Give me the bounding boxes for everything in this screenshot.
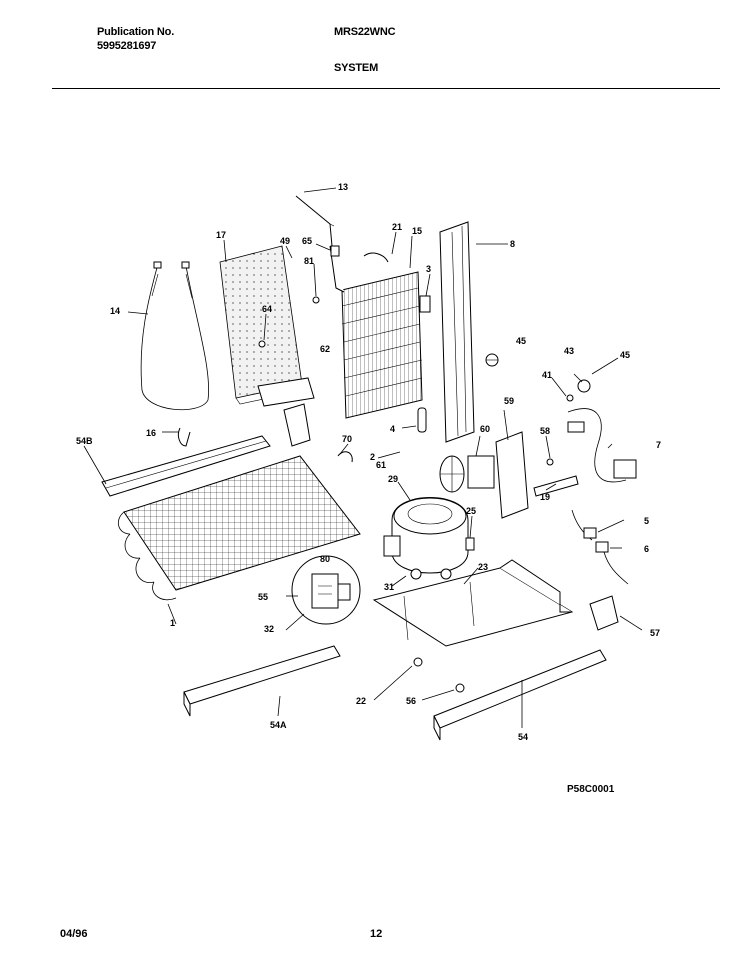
start-relay-detail — [291, 555, 361, 625]
left-rail — [183, 645, 341, 717]
callout-8: 8 — [510, 239, 515, 249]
compressor — [383, 497, 469, 580]
mounting-screw — [485, 353, 499, 367]
tube-clamp — [363, 252, 389, 263]
callout-23: 23 — [478, 562, 488, 572]
grommet — [465, 537, 475, 551]
callout-81: 81 — [304, 256, 314, 266]
callout-55: 55 — [258, 592, 268, 602]
bracket-screw — [546, 458, 554, 466]
callout-49: 49 — [280, 236, 290, 246]
callout-3: 3 — [426, 264, 431, 274]
callout-31: 31 — [384, 582, 394, 592]
callout-57: 57 — [650, 628, 660, 638]
upper-rail — [101, 435, 271, 497]
callout-22: 22 — [356, 696, 366, 706]
callout-7: 7 — [656, 440, 661, 450]
callout-54: 54 — [518, 732, 528, 742]
callout-45b: 45 — [620, 350, 630, 360]
callout-6: 6 — [644, 544, 649, 554]
leader-lines — [83, 187, 643, 728]
machine-compartment-base — [372, 559, 574, 647]
heater-clip — [177, 427, 191, 447]
callout-43: 43 — [564, 346, 574, 356]
callout-15: 15 — [412, 226, 422, 236]
power-harness — [566, 379, 637, 483]
callout-16: 16 — [146, 428, 156, 438]
defrost-sensor — [419, 295, 431, 313]
callout-59: 59 — [504, 396, 514, 406]
condenser-fan — [439, 455, 495, 493]
condenser-coil — [117, 455, 361, 601]
callout-70: 70 — [342, 434, 352, 444]
corner-bracket — [589, 595, 619, 631]
callout-45: 45 — [516, 336, 526, 346]
callout-58: 58 — [540, 426, 550, 436]
callout-80: 80 — [320, 554, 330, 564]
callout-25: 25 — [466, 506, 476, 516]
callout-41: 41 — [542, 370, 552, 380]
fan-bracket — [495, 431, 529, 519]
callout-19: 19 — [540, 492, 550, 502]
base-screw — [413, 657, 423, 667]
callout-4: 4 — [390, 424, 395, 434]
callout-1: 1 — [170, 618, 175, 628]
filter-drier — [417, 407, 427, 433]
rail-screw — [455, 683, 465, 693]
callout-14: 14 — [110, 306, 120, 316]
callout-54b: 54B — [76, 436, 93, 446]
drain-bracket — [257, 340, 315, 447]
callout-numbers: 13 17 49 65 81 21 15 3 8 14 64 62 45 43 … — [76, 182, 661, 742]
callout-62: 62 — [320, 344, 330, 354]
section-title: SYSTEM — [334, 62, 379, 74]
thermostat-bracket — [330, 245, 340, 257]
callout-65: 65 — [302, 236, 312, 246]
callout-17: 17 — [216, 230, 226, 240]
drain-tube — [533, 475, 579, 497]
footer-date: 04/96 — [60, 928, 88, 940]
screw — [312, 296, 320, 304]
callout-32: 32 — [264, 624, 274, 634]
publication-label: Publication No. — [97, 26, 175, 38]
callout-2: 2 — [370, 452, 375, 462]
callout-5: 5 — [644, 516, 649, 526]
diagram-code: P58C0001 — [567, 784, 615, 795]
model-number: MRS22WNC — [334, 26, 396, 38]
callout-29: 29 — [388, 474, 398, 484]
heater-wire-loop — [140, 261, 209, 411]
header-rule — [52, 88, 720, 89]
callout-60: 60 — [480, 424, 490, 434]
air-channel-duct — [439, 221, 475, 443]
wire-connectors — [571, 509, 629, 585]
spring-clip — [337, 451, 353, 463]
page-number: 12 — [370, 928, 383, 940]
callout-61: 61 — [376, 460, 386, 470]
callout-64: 64 — [262, 304, 272, 314]
right-rail — [433, 649, 607, 741]
evaporator-coil — [329, 245, 423, 419]
callout-56: 56 — [406, 696, 416, 706]
callout-13: 13 — [338, 182, 348, 192]
publication-number: 5995281697 — [97, 40, 157, 52]
callout-54a: 54A — [270, 720, 287, 730]
evaporator-cover-panel — [219, 245, 307, 405]
callout-21: 21 — [392, 222, 402, 232]
